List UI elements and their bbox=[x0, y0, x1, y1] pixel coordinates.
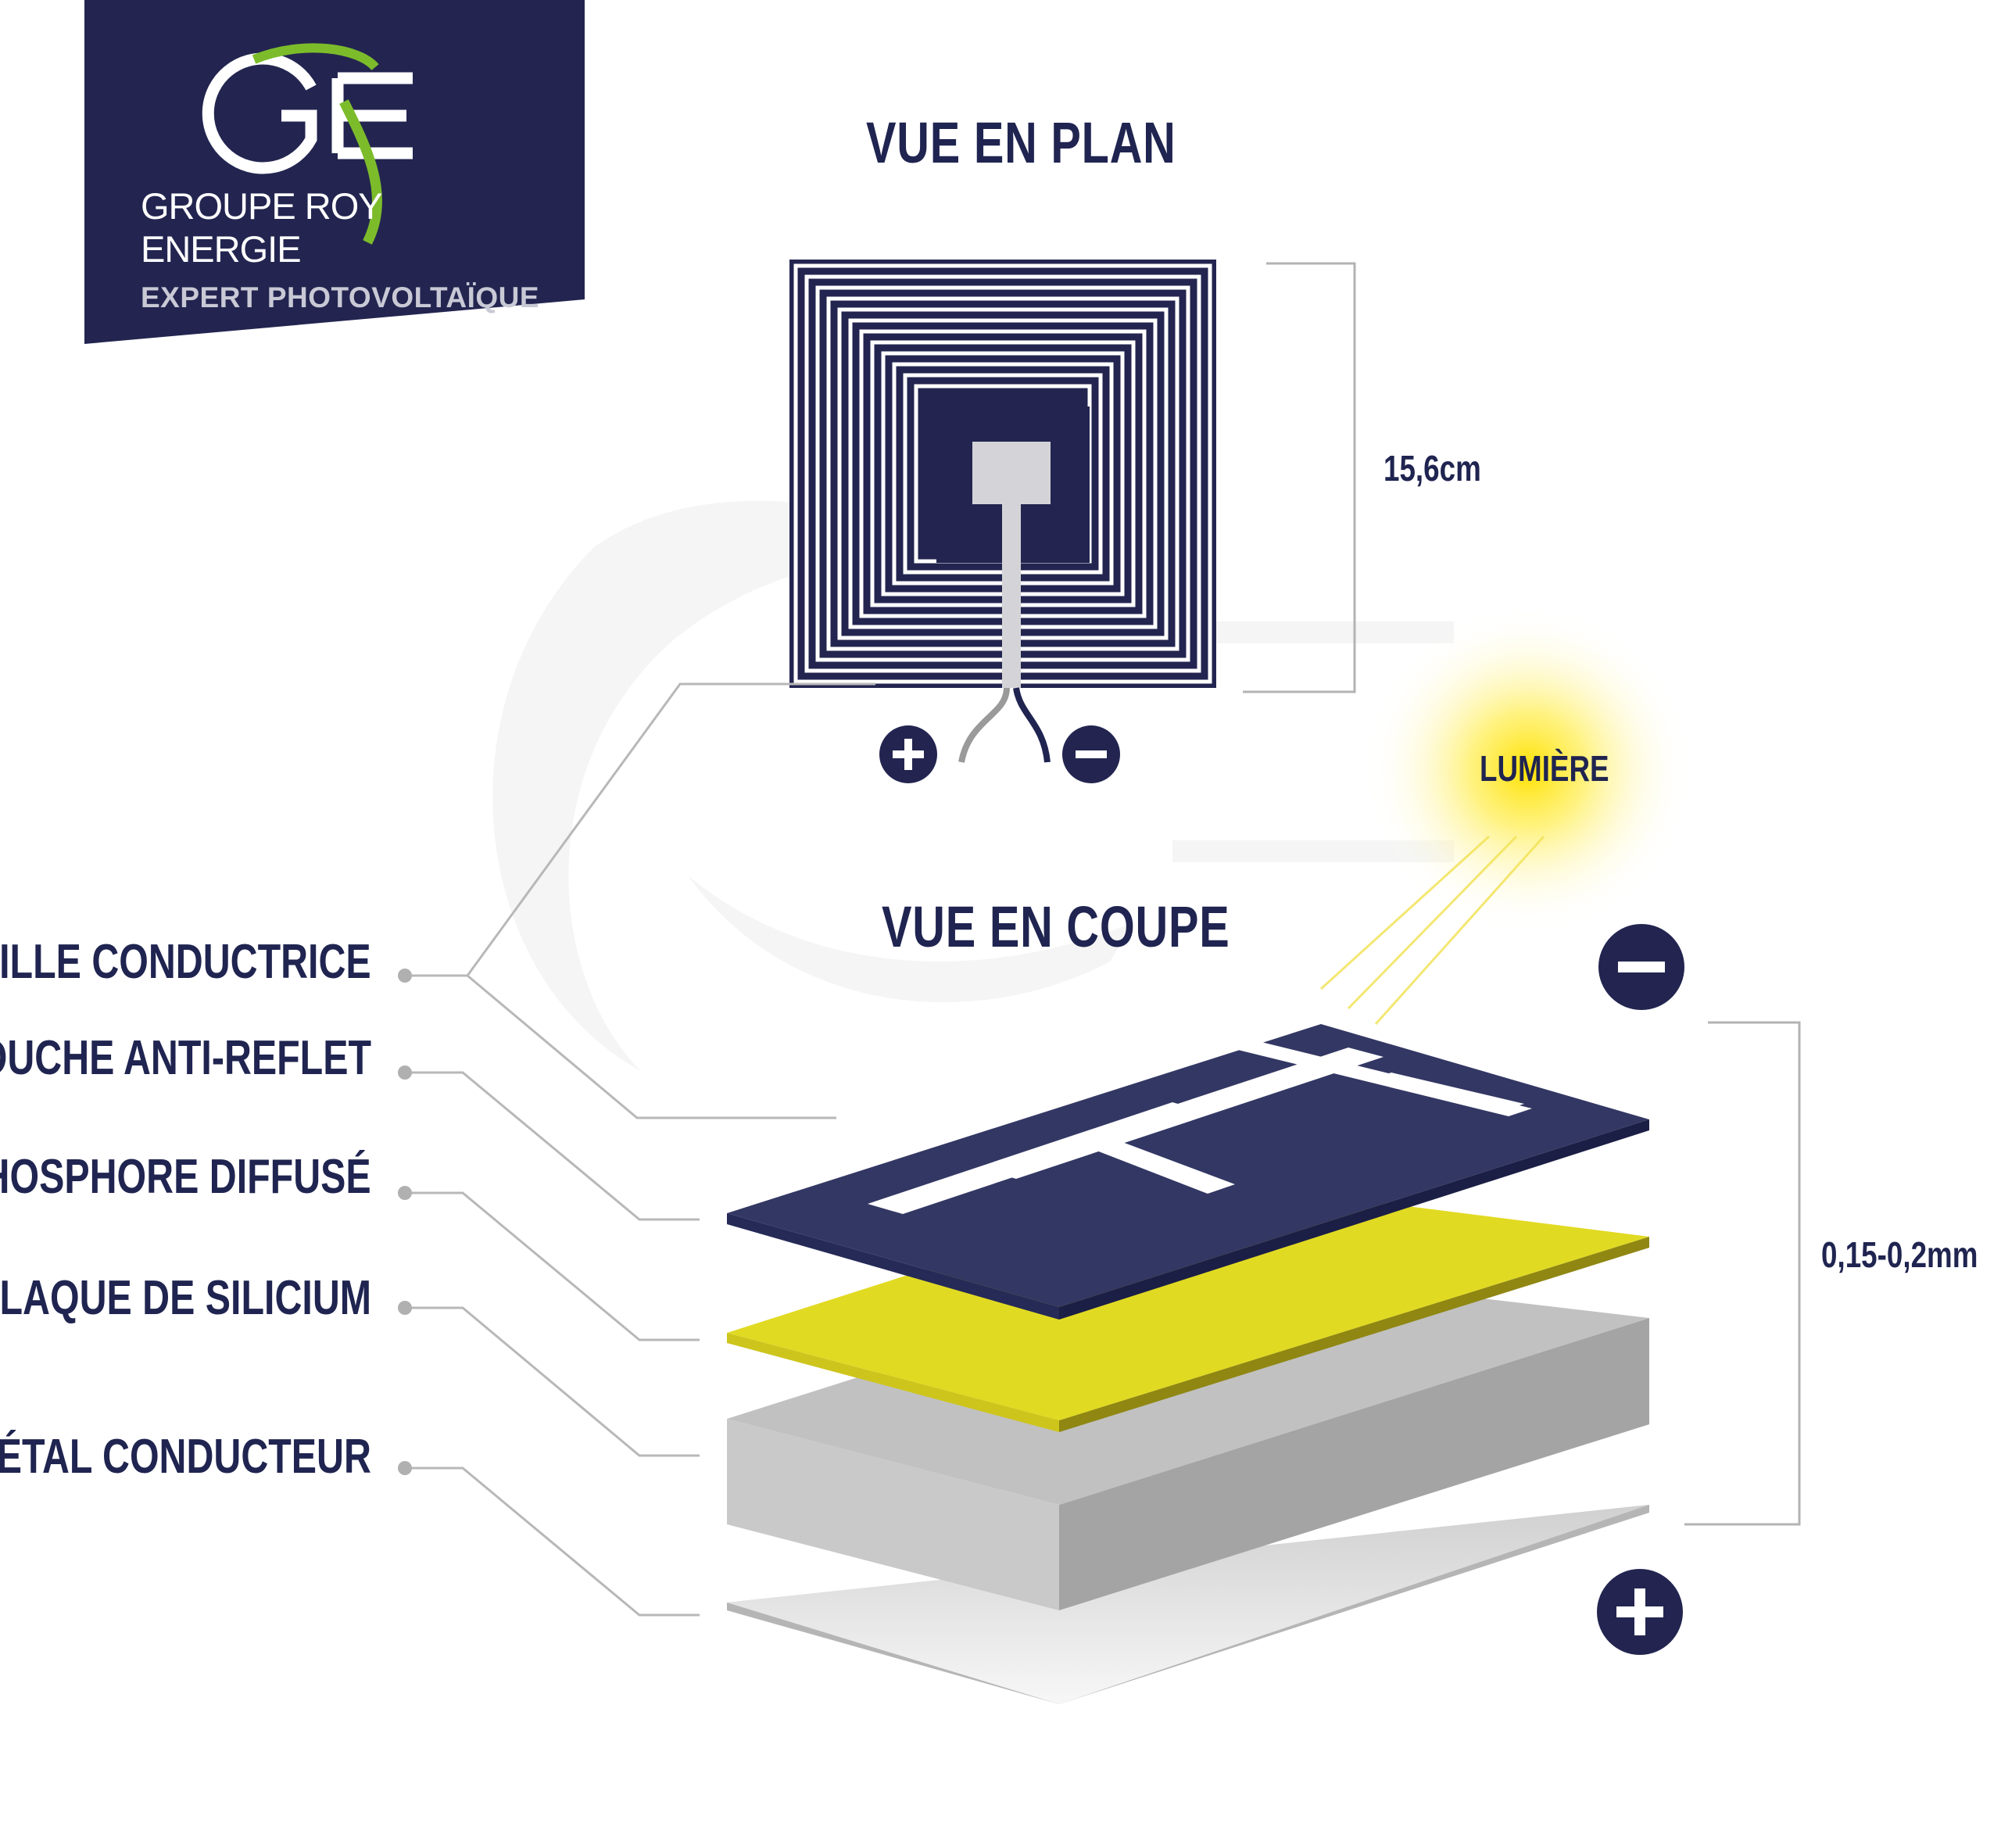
leader-dots bbox=[398, 969, 412, 1475]
plan-view-cell bbox=[789, 260, 1216, 783]
logo-text: GROUPE ROY ENERGIE EXPERT PHOTOVOLTAÏQUE bbox=[141, 184, 547, 314]
plan-dimension-bracket bbox=[1243, 262, 1356, 693]
layer-metal bbox=[727, 1505, 1649, 1704]
light-label: LUMIÈRE bbox=[1480, 748, 1609, 789]
label-silicon-wafer: PLAQUE DE SILICIUM bbox=[0, 1271, 371, 1325]
logo-monogram bbox=[202, 43, 413, 245]
label-conductive-grid: GRILLE CONDUCTRICE bbox=[0, 935, 371, 989]
section-plus-icon bbox=[1597, 1569, 1683, 1655]
label-anti-reflection: COUCHE ANTI-REFLET bbox=[0, 1031, 371, 1085]
light-glow bbox=[1364, 606, 1692, 934]
layer-antireflection bbox=[727, 1024, 1649, 1320]
logo-banner bbox=[84, 0, 585, 344]
plan-minus-icon bbox=[1062, 725, 1120, 783]
positive-wire bbox=[958, 687, 1010, 763]
section-view-title: VUE EN COUPE bbox=[882, 894, 1230, 959]
plan-dimension-label: 15,6cm bbox=[1384, 448, 1481, 489]
leader-lines bbox=[405, 682, 875, 1617]
section-dimension-label: 0,15-0,2mm bbox=[1821, 1234, 1978, 1275]
label-diffused-phosphorus: PHOSPHORE DIFFUSÉ bbox=[0, 1150, 371, 1204]
plan-plus-icon bbox=[879, 725, 937, 783]
negative-wire bbox=[1013, 687, 1051, 763]
busbar-pad bbox=[972, 442, 1051, 504]
brand-name: GROUPE ROY ENERGIE bbox=[141, 185, 382, 270]
layer-conductive-grid bbox=[868, 1024, 1532, 1214]
layer-phosphor bbox=[727, 1180, 1649, 1432]
brand-tagline: EXPERT PHOTOVOLTAÏQUE bbox=[141, 281, 540, 313]
section-dimension-bracket bbox=[1684, 1021, 1801, 1526]
label-conductive-metal: MÉTAL CONDUCTEUR bbox=[0, 1430, 371, 1484]
light-rays bbox=[1319, 835, 1545, 1026]
busbar-lead bbox=[1002, 504, 1021, 688]
plan-view-title: VUE EN PLAN bbox=[866, 110, 1176, 175]
section-minus-icon bbox=[1598, 924, 1684, 1010]
